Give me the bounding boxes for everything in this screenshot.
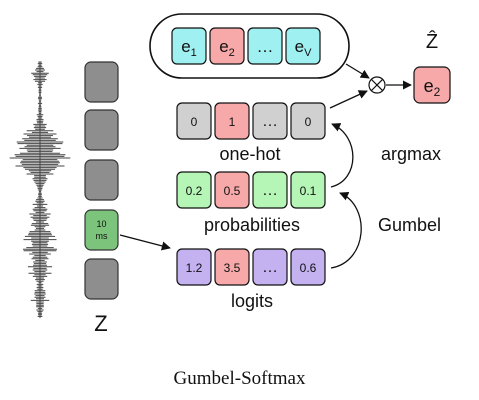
row-prob-value: 0.1	[300, 184, 317, 198]
z-hat-label: Ẑ	[426, 30, 438, 53]
frame	[84, 159, 119, 201]
gumbel-label: Gumbel	[378, 215, 441, 235]
codebook-cell-text: …	[257, 37, 274, 56]
argmax-label: argmax	[381, 144, 441, 164]
row-prob-cell	[214, 171, 250, 209]
frame-column: 10 ms	[84, 61, 119, 300]
arrow-codebook-to-multiply	[345, 63, 370, 79]
one-hot-label: one-hot	[219, 144, 280, 164]
row-logits-cell	[252, 248, 288, 286]
row-prob-value: 0.5	[224, 184, 241, 198]
logits-label: logits	[231, 291, 273, 311]
row-onehot-value: 0	[305, 115, 312, 129]
row-onehot-value: 1	[229, 115, 236, 129]
row-onehot-cell	[214, 102, 250, 140]
logits-row: 1.2 3.5 … 0.6	[176, 248, 326, 286]
z-hat-output-box	[413, 66, 451, 104]
row-prob-value: 0.2	[186, 184, 203, 198]
row-prob-value: …	[262, 182, 278, 199]
frame-duration-unit: ms	[96, 231, 108, 241]
frame	[84, 61, 119, 103]
arrow-frame-to-logits	[119, 234, 171, 251]
codebook-cell	[209, 27, 245, 65]
frame	[84, 109, 119, 151]
row-onehot-cell	[252, 102, 288, 140]
row-onehot-cell	[176, 102, 212, 140]
row-onehot-value: …	[262, 113, 278, 130]
frame	[84, 258, 119, 300]
arrow-logits-to-probabilities	[330, 191, 362, 269]
row-onehot-value: 0	[191, 115, 198, 129]
z-label: Z	[94, 311, 107, 336]
codebook-cell	[285, 27, 321, 65]
codebook-cell-text: e2	[219, 37, 235, 59]
row-logits-value: 3.5	[224, 261, 241, 275]
row-onehot-cell	[290, 102, 326, 140]
codebook-cell-text: eV	[295, 37, 312, 59]
row-logits-cell	[176, 248, 212, 286]
multiply-icon	[371, 79, 383, 91]
row-logits-cell	[214, 248, 250, 286]
codebook-cell	[171, 27, 207, 65]
frame-duration-value: 10	[96, 219, 106, 229]
arrow-probabilities-to-one-hot	[330, 123, 354, 188]
probabilities-label: probabilities	[204, 215, 300, 235]
row-logits-cell	[290, 248, 326, 286]
row-prob-cell	[176, 171, 212, 209]
figure-caption: Gumbel-Softmax	[173, 368, 306, 389]
probabilities-row: 0.2 0.5 … 0.1	[176, 171, 326, 209]
row-logits-value: 0.6	[300, 261, 317, 275]
row-prob-cell	[252, 171, 288, 209]
one-hot-row: 0 1 … 0	[176, 102, 326, 140]
codebook-cell-text: e1	[181, 37, 197, 59]
arrow-one-hot-to-multiply	[329, 90, 368, 109]
frame-highlighted	[84, 209, 119, 251]
audio-waveform	[9, 61, 71, 318]
codebook: e1 e2 … eV	[171, 27, 321, 65]
row-logits-value: …	[262, 259, 278, 276]
codebook-cell	[247, 27, 283, 65]
row-logits-value: 1.2	[186, 261, 203, 275]
z-hat-output-text: e2	[424, 76, 441, 99]
row-prob-cell	[290, 171, 326, 209]
